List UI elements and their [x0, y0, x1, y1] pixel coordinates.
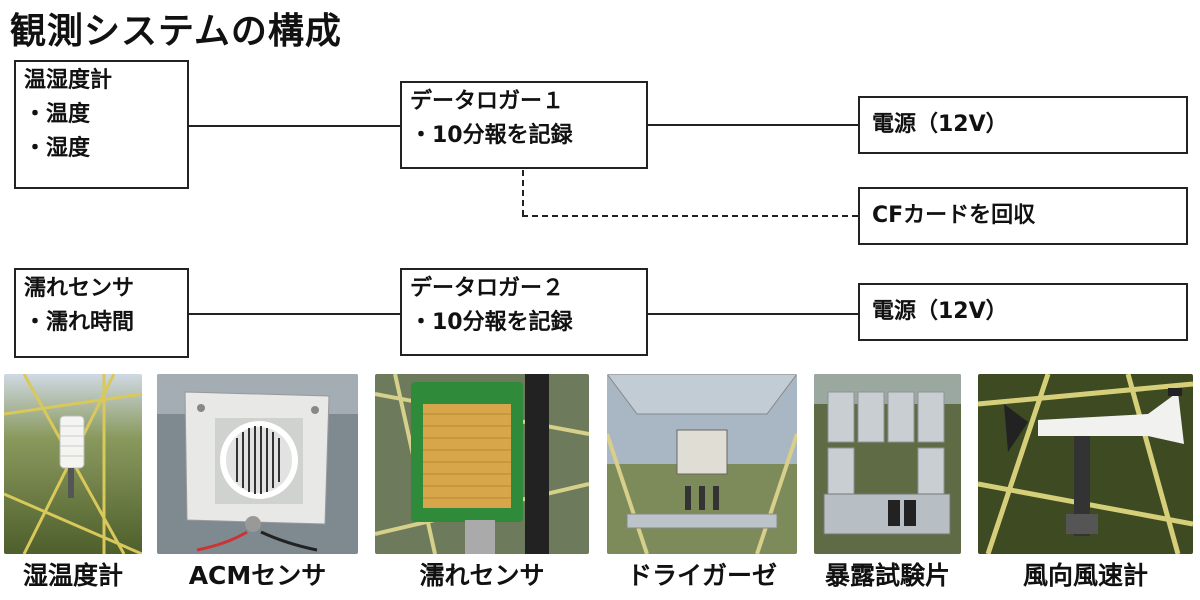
- connector-line: [189, 313, 400, 315]
- cf-card-box: CFカードを回収: [858, 187, 1188, 245]
- photo-caption: 暴露試験片: [824, 561, 950, 590]
- data-logger-2-box: データロガー２ ・10分報を記録: [400, 268, 648, 356]
- connector-line: [189, 125, 400, 127]
- photo-exposure-specimens: [814, 374, 961, 554]
- photo-thermo-hygrometer: [4, 374, 142, 554]
- photo-wetness-sensor: [375, 374, 589, 554]
- photo-caption: 湿温度計: [22, 561, 123, 590]
- connector-line: [648, 124, 858, 126]
- dashed-connector: [522, 215, 858, 217]
- sensor-item: ・濡れ時間: [24, 310, 135, 335]
- logger-detail: ・10分報を記録: [410, 123, 573, 148]
- dashed-connector: [522, 170, 524, 216]
- photo-acm-sensor: [157, 374, 358, 554]
- photo-dry-gauze: [607, 374, 797, 554]
- power-box-1: 電源（12V）: [858, 96, 1188, 154]
- cf-card-label: CFカードを回収: [872, 203, 1036, 228]
- logger-name: データロガー１: [410, 89, 565, 114]
- data-logger-1-box: データロガー１ ・10分報を記録: [400, 81, 648, 169]
- sensor-name: 温湿度計: [24, 68, 113, 93]
- photo-caption: ドライガーゼ: [626, 561, 777, 590]
- power-box-2: 電源（12V）: [858, 283, 1188, 341]
- power-label: 電源（12V）: [872, 112, 1008, 137]
- sensor-item: ・温度: [24, 102, 91, 127]
- photo-caption: ACMセンサ: [188, 561, 327, 590]
- sensor-item: ・湿度: [24, 136, 91, 161]
- wetness-sensor-box: 濡れセンサ ・濡れ時間: [14, 268, 189, 358]
- sensor-name: 濡れセンサ: [24, 276, 135, 301]
- power-label: 電源（12V）: [872, 299, 1008, 324]
- logger-name: データロガー２: [410, 276, 565, 301]
- photo-anemometer: [978, 374, 1193, 554]
- logger-detail: ・10分報を記録: [410, 310, 573, 335]
- photo-caption: 濡れセンサ: [419, 561, 545, 590]
- page-title: 観測システムの構成: [10, 11, 342, 52]
- thermo-hygrometer-box: 温湿度計 ・温度 ・湿度: [14, 60, 189, 189]
- connector-line: [648, 313, 858, 315]
- photo-caption: 風向風速計: [1022, 561, 1148, 590]
